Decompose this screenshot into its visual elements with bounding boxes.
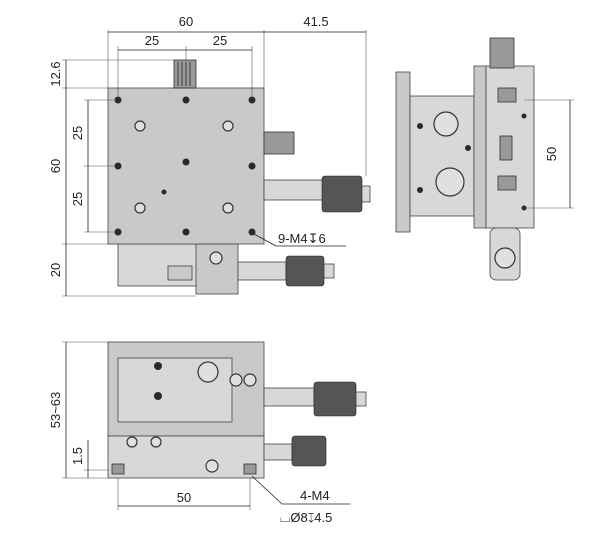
side-view-round-boss (435, 167, 465, 197)
top-view-top-knob (173, 59, 197, 89)
top-view-counterbores (134, 120, 234, 214)
side-view: 50 (395, 37, 574, 281)
upper-micrometer-end (361, 185, 371, 203)
side-view-mid-plate (473, 65, 487, 229)
dim-front-base-offset: 1.5 (70, 447, 85, 465)
lower-micrometer-thimble (285, 255, 325, 287)
side-view-upper-clamp (497, 87, 517, 103)
dim-side-view-span: 50 (544, 147, 559, 161)
upper-micrometer-thimble (321, 175, 363, 213)
front-view: 53~63 1.5 50 4-M4 ⌴Ø8↧4.5 (48, 341, 367, 525)
front-view-mount-hole-right (243, 463, 257, 475)
front-upper-micrometer-end (355, 391, 367, 407)
upper-micrometer-sleeve (263, 179, 325, 201)
top-view-bracket-screw (209, 251, 223, 265)
dim-front-hole-span: 50 (177, 490, 191, 505)
callout-mount-holes: 4-M4 (300, 488, 330, 503)
dim-left-offset-bottom: 20 (48, 263, 63, 277)
dim-top-right-offset: 41.5 (303, 14, 328, 29)
dim-top-width: 60 (179, 14, 193, 29)
side-view-bottom-knob-face (494, 247, 516, 269)
front-view-mount-hole-left (111, 463, 125, 475)
callout-tapped-holes: 9-M4↧6 (278, 231, 326, 246)
side-view-lock-screw (433, 111, 459, 137)
top-view: 60 41.5 25 25 12.6 60 20 25 25 9-M4↧6 (48, 14, 371, 297)
front-view-lock-screw (197, 361, 219, 383)
lower-micrometer-sleeve (237, 261, 287, 281)
dim-left-hole-span-lower: 25 (70, 192, 85, 206)
front-upper-micrometer-thimble (313, 381, 357, 417)
lower-micrometer-end (323, 263, 335, 279)
dim-top-hole-span-left: 25 (145, 33, 159, 48)
dim-left-hole-span-upper: 25 (70, 126, 85, 140)
front-lower-micrometer-sleeve (263, 443, 293, 461)
side-view-end-plate (395, 71, 411, 233)
dim-left-offset-top: 12.6 (48, 61, 63, 86)
top-view-side-lock (167, 265, 193, 281)
callout-counterbore: ⌴Ø8↧4.5 (280, 510, 332, 525)
side-view-center-pin (499, 135, 513, 161)
side-view-top-knob (489, 37, 515, 69)
front-upper-micrometer-sleeve (263, 387, 315, 407)
dim-top-hole-span-right: 25 (213, 33, 227, 48)
top-view-stage-plate (107, 87, 265, 245)
dim-front-height: 53~63 (48, 392, 63, 429)
top-view-side-knob (263, 131, 295, 155)
dim-left-height: 60 (48, 159, 63, 173)
side-view-lower-clamp (497, 175, 517, 191)
front-lower-micrometer-thimble (291, 435, 327, 467)
top-view-hole-grid (114, 96, 256, 236)
